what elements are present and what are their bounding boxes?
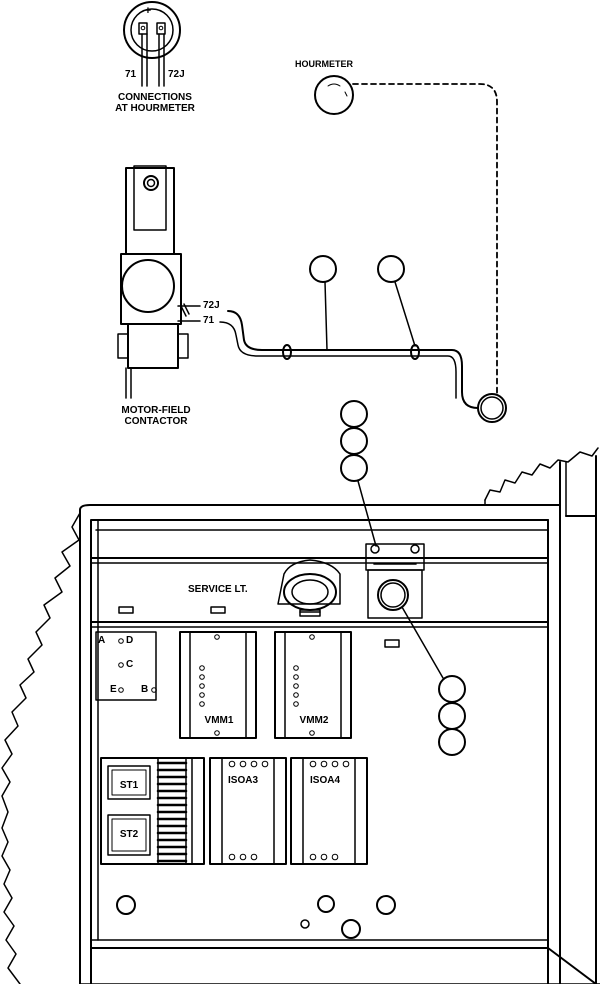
knockout-holes [116,895,396,939]
connections-label-line2: AT HOURMETER [115,103,195,114]
st-terminal-block [100,757,205,865]
vmm2-label: VMM2 [299,715,329,726]
cabinet [1,447,600,984]
wire-harness [177,305,507,423]
isoa4-label: ISOA4 [309,775,341,786]
terminal-72j-label: 72J [168,69,185,80]
terminal-a-label: A [98,635,106,646]
motor-field-label-line1: MOTOR-FIELD [121,405,191,416]
terminal-c-label: C [126,659,134,670]
plus-sign-label: + [144,5,152,17]
hourmeter-label: HOURMETER [295,59,353,69]
hourmeter-connection-inset [123,1,181,87]
isoa4-module [290,757,368,865]
service-light-label: SERVICE LT. [188,584,248,595]
motor-field-label-line2: CONTACTOR [124,416,188,427]
connections-label-line1: CONNECTIONS [118,92,192,103]
st2-label: ST2 [119,829,139,840]
service-light [277,559,341,617]
contactor-wire-72j-label: 72J [203,300,220,311]
vmm1-label: VMM1 [204,715,234,726]
motor-field-contactor [117,165,190,399]
isoa3-module [209,757,287,865]
terminal-71-label: 71 [125,69,137,80]
callouts [309,255,466,756]
hourmeter-mount [365,543,425,619]
terminal-e-label: E [110,684,117,695]
st1-label: ST1 [119,780,139,791]
terminal-b-label: B [141,684,149,695]
contactor-wire-71-label: 71 [203,315,215,326]
terminal-d-label: D [126,635,134,646]
vmm1-module [179,631,257,739]
hourmeter-gauge [314,75,498,396]
terminal-board [95,631,157,701]
vmm2-module [274,631,352,739]
isoa3-label: ISOA3 [227,775,259,786]
